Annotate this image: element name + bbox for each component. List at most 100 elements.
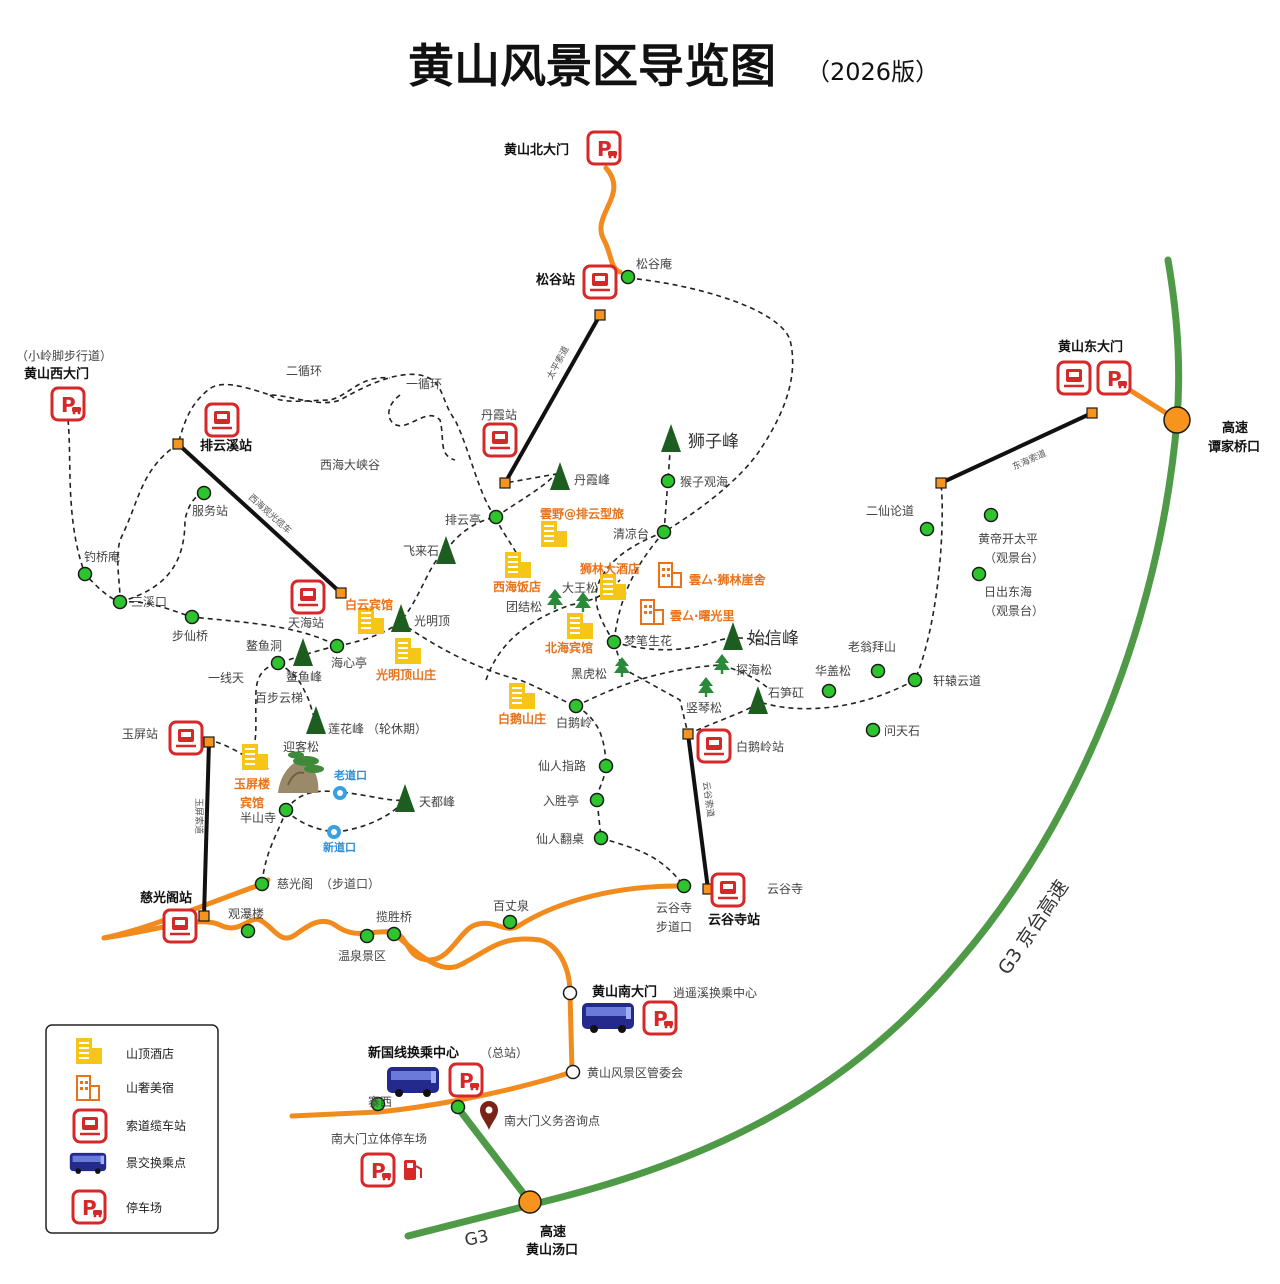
hotel-guangmingding-icon[interactable] [395,638,421,664]
hotel-beihai-icon[interactable] [567,613,593,639]
label-diaoqiaoan: 钓桥庵 [84,549,120,564]
dot-aoyudong [270,655,286,671]
dot-wenquan [359,928,375,944]
dot-sanxikou [112,594,128,610]
hotel-baie-icon[interactable] [509,683,535,709]
map-title: 黄山风景区导览图 [408,39,776,93]
label-ciguangge: 慈光阁 [277,876,313,891]
hotel-yunshe-shilin-icon[interactable] [658,562,682,588]
station-ciguangge-label: 慈光阁站 [140,890,192,906]
dot-baieling [568,698,584,714]
dot-yungusi-trail [676,878,692,894]
tangkou-connector [454,1104,534,1206]
legend-label-1: 山奢美宿 [126,1080,174,1095]
label-fuwuzhan: 服务站 [192,503,228,518]
label-xianrenzhilu: 仙人指路 [538,758,586,773]
station-paiyunxi-icon[interactable] [204,402,240,438]
dot-huagaisong [821,683,837,699]
pine-heihusong-label: 黑虎松 [571,667,607,681]
pine-dawangsong-icon [575,592,591,612]
legend-label-0: 山顶酒店 [126,1047,174,1061]
label-qingliangtai: 清凉台 [613,526,649,541]
hotel-yunshe-shuguang-icon[interactable] [640,599,664,625]
peak-shizifeng-icon [661,424,681,452]
fuel-station-icon[interactable] [404,1160,422,1180]
interchange-tanjiaqiao-label1: 高速 [1222,420,1248,436]
label-rushengting: 入胜亭 [543,793,579,808]
pine-tuanjiesong-label: 团结松 [506,600,542,614]
xinguoxian-parking-icon[interactable] [448,1062,484,1098]
dot-tangkou-transfer [450,1099,466,1115]
hotel-xihai-label: 西海饭店 [493,579,541,594]
peak-tiandufeng-label: 天都峰 [419,795,455,809]
dot-banshansi [278,802,294,818]
hotel-xihai-icon[interactable] [505,552,531,578]
info-pin-icon[interactable] [480,1101,498,1130]
legend-label-2: 索道缆车站 [126,1118,186,1133]
hotel-yuping-icon[interactable] [242,744,268,770]
peak-tiandufeng-icon [395,784,415,812]
label-yungusi-trail-1: 云谷寺 [656,901,692,915]
label-zixundian: 南大门义务咨询点 [504,1113,600,1128]
south-gate-parking-icon[interactable] [642,1000,678,1036]
east-gate-cableway-icon[interactable] [1056,360,1092,396]
west-gate-parking-icon[interactable] [50,386,86,422]
label-yixunhuan: 一循环 [406,377,442,391]
station-baieling-icon[interactable] [696,728,732,764]
hotel-yunye-icon[interactable] [541,521,567,547]
road-lower-loop [389,929,575,1073]
west-gate-label: 黄山西大门 [24,366,89,382]
station-yuping-icon[interactable] [168,720,204,756]
dot-houziguanhai [660,473,676,489]
station-tianhai-icon[interactable] [290,579,326,615]
south-gate-label: 黄山南大门 [592,984,657,1000]
dot-erxianlundao [919,521,935,537]
pine-tuanjiesong-icon [547,589,563,609]
dot-lanshengqiao [386,926,402,942]
legend-bus-icon [69,1152,107,1174]
interchange-tangkou[interactable] [518,1190,542,1214]
dot-richu [971,566,987,582]
station-ciguangge-icon[interactable] [162,908,198,944]
hotel-yuping-label-1: 玉屏楼 [234,776,270,791]
label-paiyunting: 排云亭 [445,512,481,527]
dot-diaoqiaoan [77,566,93,582]
label-yixiantian: 一线天 [208,671,244,685]
station-danxia-icon[interactable] [482,422,518,458]
laodaokou-gate-icon[interactable] [333,786,347,800]
label-guanweihui: 黄山风景区管委会 [587,1065,683,1080]
label-sanxikou: 三溪口 [131,595,167,609]
xinguoxian-bus-icon[interactable] [387,1067,439,1097]
station-songgu-icon[interactable] [582,264,618,300]
g3-highway-east [526,256,1183,1209]
pine-heihusong-icon [614,657,630,677]
station-yungusi-label: 云谷寺站 [708,912,760,928]
hotel-shilin-icon[interactable] [600,574,626,600]
south-gate-bus-icon[interactable] [582,1003,634,1033]
interchange-tanjiaqiao[interactable] [1163,406,1191,434]
label-ciguangge-note: （步道口） [320,877,380,891]
peak-shisungang-icon [748,686,768,714]
label-yungusi-trail-2: 步道口 [656,920,692,934]
label-richu-1: 日出东海 [984,584,1032,599]
north-gate-parking-icon[interactable] [586,130,622,166]
pine-tanhaisong-icon [714,654,730,674]
nandamen-parking-icon[interactable] [360,1152,396,1188]
east-gate-parking-icon[interactable] [1096,360,1132,396]
map-edition: （2026版） [806,58,939,86]
legend-parking-icon [71,1189,107,1225]
label-houziguanhai: 猴子观海 [680,474,728,489]
peak-shixinfeng-icon [723,622,743,650]
station-paiyunxi-label: 排云溪站 [200,438,252,454]
station-yungusi-icon[interactable] [710,872,746,908]
label-lanshengqiao: 揽胜桥 [376,909,412,924]
xindaokou-gate-icon[interactable] [327,825,341,839]
interchange-tanjiaqiao-label2: 谭家桥口 [1208,439,1260,455]
cableway-label-yungu: 云谷索道 [700,781,717,818]
hotel-shilin-label: 狮林大酒店 [579,561,640,576]
station-baieling-label: 白鹅岭站 [736,739,784,754]
peak-lianhuafeng-icon [306,706,326,734]
dot-south-gate [562,985,578,1001]
label-xianrenfanzhuo: 仙人翻桌 [536,832,584,846]
